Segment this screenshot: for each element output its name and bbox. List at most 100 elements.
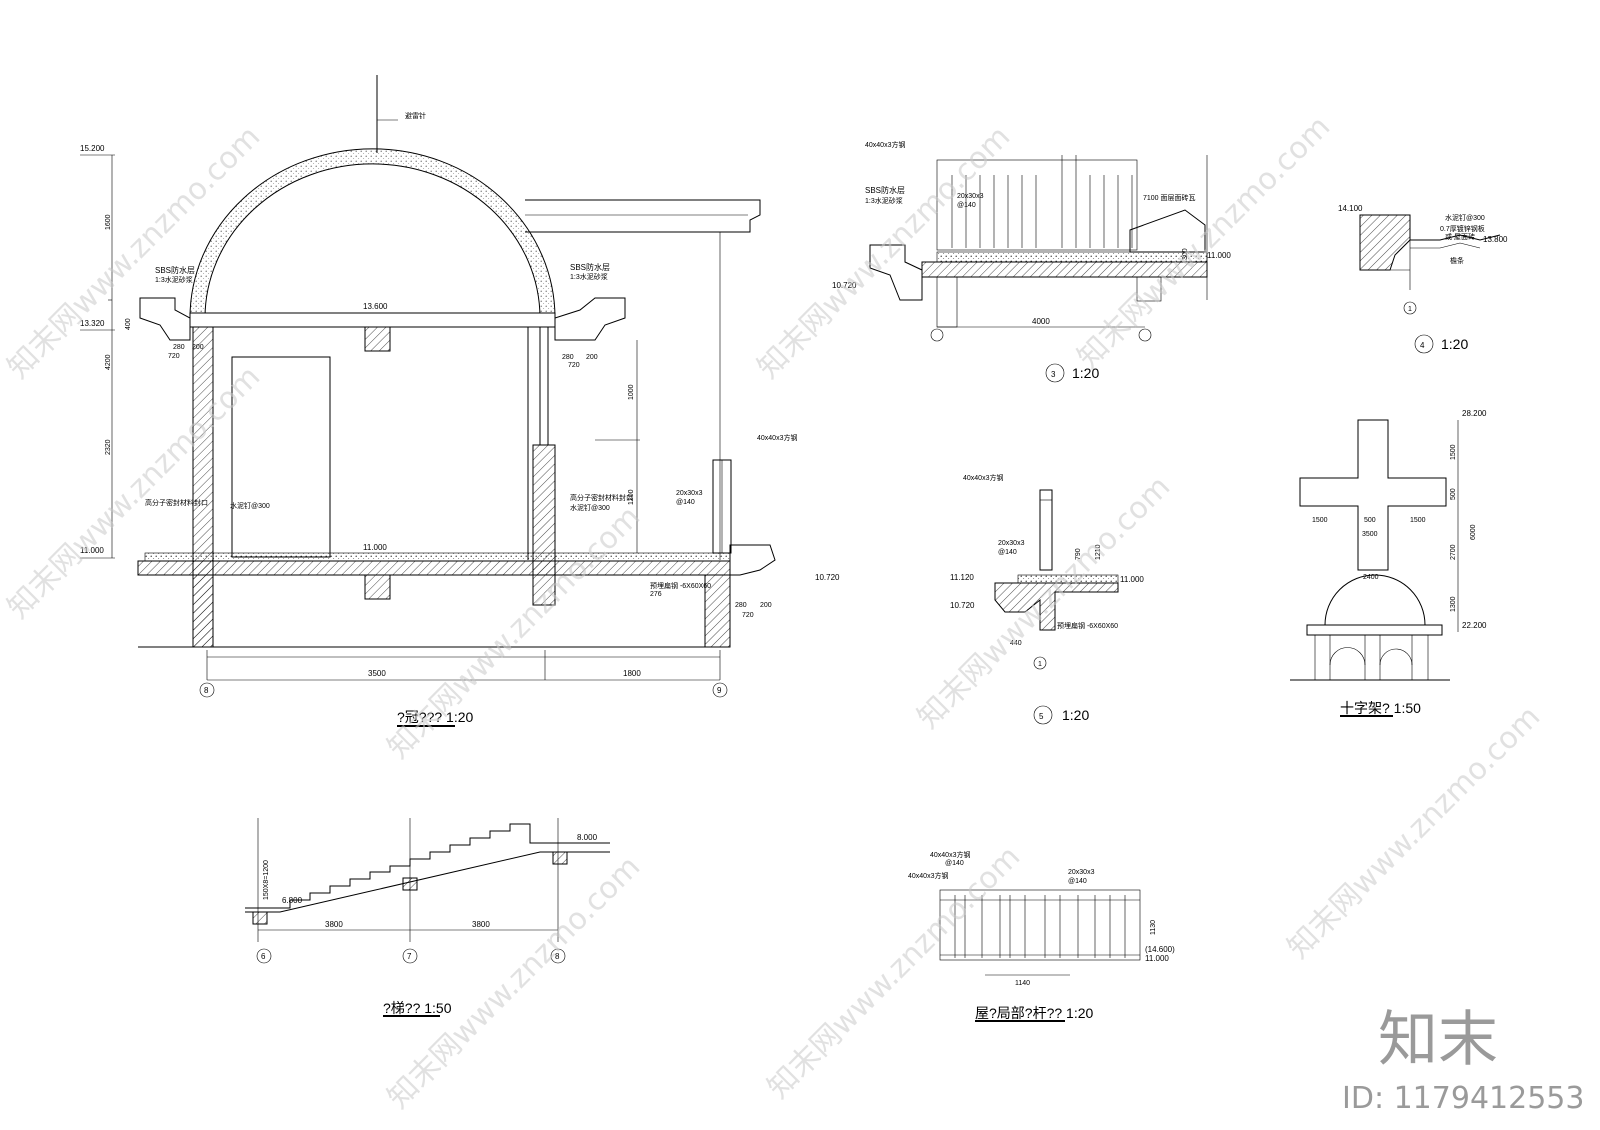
stair-dim-3800b: 3800 bbox=[472, 920, 490, 929]
cross-dim-500v: 500 bbox=[1450, 488, 1457, 500]
rail-dim-1140: 1140 bbox=[1015, 980, 1030, 987]
d3-number: 3 bbox=[1051, 370, 1056, 379]
stair-dim-3800a: 3800 bbox=[325, 920, 343, 929]
cross-elevation-view: 28.200 22.200 1500 500 1500 3500 2400 15… bbox=[1290, 409, 1487, 717]
label-sealant-left: 高分子密封材料封口 bbox=[145, 498, 208, 507]
dim-400: 400 bbox=[125, 318, 132, 330]
label-276: 276 bbox=[650, 591, 662, 598]
d5-number: 5 bbox=[1039, 712, 1044, 721]
cross-dim-1300v: 1300 bbox=[1450, 596, 1457, 612]
dim-280-bottom: 280 bbox=[735, 602, 747, 609]
svg-text:知末网www.znzmo.com: 知末网www.znzmo.com bbox=[381, 499, 647, 765]
cross-title: 十字架? 1:50 bbox=[1340, 700, 1421, 716]
d4-label-steel-sheet: 0.7厚镀锌钢板 bbox=[1440, 224, 1485, 233]
watermark-layer: 知末网www.znzmo.com 知末网www.znzmo.com 知末网www… bbox=[1, 109, 1547, 1115]
stair-steps bbox=[245, 823, 610, 909]
brand-id: ID: 1179412553 bbox=[1342, 1081, 1584, 1116]
stair-axis-6: 6 bbox=[261, 952, 266, 961]
dim-4200: 4200 bbox=[105, 354, 112, 370]
detail-3-view: 4000 40x40x3方钢 SBS防水层 1:3水泥砂浆 20x30x3 @1… bbox=[832, 140, 1231, 383]
svg-text:知末网www.znzmo.com: 知末网www.znzmo.com bbox=[381, 849, 647, 1115]
level-15200: 15.200 bbox=[80, 144, 105, 153]
d3-label-steel: 40x40x3方钢 bbox=[865, 140, 905, 149]
svg-text:知末网www.znzmo.com: 知末网www.znzmo.com bbox=[1, 119, 267, 385]
dome-inner bbox=[204, 163, 541, 319]
svg-text:知末网www.znzmo.com: 知末网www.znzmo.com bbox=[1281, 699, 1547, 965]
label-sbs-right: SBS防水层 bbox=[570, 262, 610, 272]
cross-level-28200: 28.200 bbox=[1462, 409, 1487, 418]
dim-200-right: 200 bbox=[586, 354, 598, 361]
detail-4-view: 14.100 13.800 水泥钉@300 0.7厚镀锌钢板 或 屋面砖 檐条 … bbox=[1338, 204, 1508, 354]
label-steel-tube: 40x40x3方钢 bbox=[757, 433, 797, 442]
d4-label-nail: 水泥钉@300 bbox=[1445, 213, 1485, 222]
rail-label-at140-b: @140 bbox=[1068, 878, 1087, 885]
d4-label-purlin: 檐条 bbox=[1450, 256, 1464, 265]
stair-section-view: 3800 3800 150X8=1200 8.000 6.800 6 7 8 ?… bbox=[245, 818, 610, 1017]
d4-level-14100: 14.100 bbox=[1338, 204, 1363, 213]
svg-text:知末网www.znzmo.com: 知末网www.znzmo.com bbox=[1071, 109, 1337, 375]
d3-dim-4000: 4000 bbox=[1032, 317, 1050, 326]
label-sealant-right: 高分子密封材料封口 bbox=[570, 493, 633, 502]
brand-logo: 知末 bbox=[1378, 1005, 1498, 1075]
rail-label-at140-a: @140 bbox=[945, 860, 964, 867]
dim-280-right: 280 bbox=[562, 354, 574, 361]
svg-text:知末网www.znzmo.com: 知末网www.znzmo.com bbox=[761, 839, 1027, 1105]
axis-8: 8 bbox=[204, 686, 209, 695]
dim-720-bottom: 720 bbox=[742, 612, 754, 619]
cross-dim-1500v: 1500 bbox=[1450, 444, 1457, 460]
d5-label-embed: 预埋扁钢 -6X60X60 bbox=[1057, 621, 1118, 630]
stair-axis-8: 8 bbox=[555, 952, 560, 961]
cross-dim-3500: 3500 bbox=[1362, 531, 1378, 538]
level-13600: 13.600 bbox=[363, 302, 388, 311]
level-11000-floor: 11.000 bbox=[363, 543, 387, 552]
d3-dim-300: 300 bbox=[1182, 248, 1189, 260]
detail-5-view: 40x40x3方钢 20x30x3 @140 预埋扁钢 -6X60X60 790… bbox=[950, 473, 1144, 725]
cross-dim-1500b: 1500 bbox=[1410, 517, 1426, 524]
main-section-view: 15.200 13.320 11.000 13.600 11.000 10.72… bbox=[80, 75, 840, 727]
d4-level-13800: 13.800 bbox=[1483, 235, 1508, 244]
level-13320: 13.320 bbox=[80, 319, 105, 328]
cross-dim-2400: 2400 bbox=[1363, 574, 1379, 581]
d4-number: 4 bbox=[1420, 341, 1425, 350]
cross-level-22200: 22.200 bbox=[1462, 621, 1487, 630]
railing-elevation-view: 40x40x3方钢 @140 40x40x3方钢 20x30x3 @140 11… bbox=[908, 850, 1175, 1022]
d4-label-tile: 或 屋面砖 bbox=[1445, 232, 1475, 241]
label-embed-plate: 预埋扁钢 -6X60X60 bbox=[650, 581, 711, 590]
d5-level-11000: 11.000 bbox=[1120, 575, 1144, 584]
cross-dim-500: 500 bbox=[1364, 517, 1376, 524]
stair-axis-7: 7 bbox=[407, 952, 412, 961]
cross-mini-dome bbox=[1324, 574, 1426, 626]
cross-dim-1500a: 1500 bbox=[1312, 517, 1328, 524]
dim-720-right: 720 bbox=[568, 362, 580, 369]
d5-level-11120: 11.120 bbox=[950, 573, 974, 582]
dim-280-left: 280 bbox=[173, 344, 185, 351]
d3-label-mortar: 1:3水泥砂浆 bbox=[865, 196, 903, 205]
label-nail-left: 水泥钉@300 bbox=[230, 501, 270, 510]
rail-level-14600: (14.600) bbox=[1145, 945, 1175, 954]
label-lightning-rod: 避雷针 bbox=[405, 111, 426, 120]
stair-title: ?梯?? 1:50 bbox=[383, 1000, 452, 1016]
main-view-title: ?冠??? 1:20 bbox=[397, 709, 473, 725]
rail-title: 屋?局部?杆?? 1:20 bbox=[975, 1005, 1093, 1021]
d5-dim-790: 790 bbox=[1075, 548, 1082, 560]
label-at140: @140 bbox=[676, 499, 695, 506]
label-nail-right: 水泥钉@300 bbox=[570, 503, 610, 512]
rail-dim-1130: 1130 bbox=[1150, 920, 1157, 935]
d5-dim-1210: 1210 bbox=[1095, 544, 1102, 560]
rail-label-steel-a: 40x40x3方钢 bbox=[930, 850, 970, 859]
dim-200-left: 200 bbox=[192, 344, 204, 351]
label-20x30: 20x30x3 bbox=[676, 490, 703, 497]
d3-label-sbs: SBS防水层 bbox=[865, 185, 905, 195]
d3-level-10720: 10.720 bbox=[832, 281, 857, 290]
dim-3500: 3500 bbox=[368, 669, 386, 678]
d3-label-tile: 7100 面层面砖瓦 bbox=[1143, 193, 1196, 202]
cross-dim-2700v: 2700 bbox=[1450, 544, 1457, 560]
level-10720: 10.720 bbox=[815, 573, 840, 582]
dome-outer bbox=[189, 148, 556, 319]
label-mortar-right: 1:3水泥砂浆 bbox=[570, 272, 608, 281]
rail-label-steel-b: 40x40x3方钢 bbox=[908, 871, 948, 880]
floor-slab bbox=[137, 560, 731, 576]
d3-level-11000: 11.000 bbox=[1207, 251, 1231, 260]
stair-level-8000: 8.000 bbox=[577, 833, 598, 842]
